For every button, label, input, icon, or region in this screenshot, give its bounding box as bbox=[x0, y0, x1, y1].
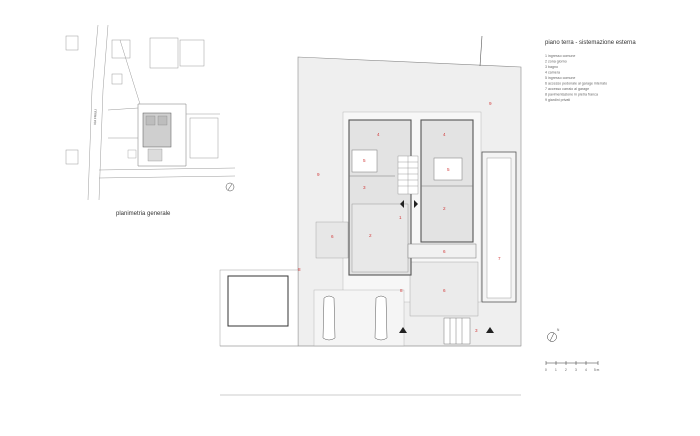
entrance-arrows-icon bbox=[400, 200, 418, 208]
site-plan bbox=[65, 24, 236, 201]
room-label: 2 bbox=[369, 233, 372, 238]
site-north-icon bbox=[225, 182, 235, 192]
scale-bar bbox=[545, 361, 599, 365]
room-label: 8 bbox=[298, 267, 301, 272]
scale-ticks: 0 1 2 3 4 5 m bbox=[545, 368, 600, 372]
legend-item: 8 pavimentazione in pietra franca bbox=[545, 93, 598, 97]
legend-item: 1 ingresso comune bbox=[545, 54, 575, 58]
street bbox=[220, 345, 521, 396]
neighbour-lot bbox=[219, 269, 299, 347]
room-label: 9 bbox=[489, 101, 492, 106]
entry-steps bbox=[443, 317, 471, 345]
left-wing bbox=[348, 119, 412, 276]
room-label: 7 bbox=[498, 256, 501, 261]
legend-item: 6 accesso pedonale al garage interrato bbox=[545, 82, 607, 86]
car-2-icon bbox=[374, 295, 388, 341]
legend-item: 7 accesso carraio al garage bbox=[545, 87, 589, 91]
room-label: 3 bbox=[475, 328, 478, 333]
room-label: 2 bbox=[443, 206, 446, 211]
legend-item: 5 ingresso comune bbox=[545, 76, 575, 80]
site-building bbox=[127, 112, 172, 162]
legend-item: 9 giardini privati bbox=[545, 98, 570, 102]
site-pole bbox=[479, 35, 483, 67]
room-labels: 4 4 5 5 3 2 2 1 6 6 9 9 8 6 7 8 3 bbox=[298, 101, 501, 333]
room-label: 6 bbox=[331, 234, 334, 239]
scale-tick: 0 bbox=[545, 368, 547, 372]
room-label: 5 bbox=[363, 158, 366, 163]
street-label: VIA FRIULI bbox=[93, 109, 98, 125]
room-label: 4 bbox=[377, 132, 380, 137]
access-triangle-icons bbox=[399, 327, 494, 333]
parking-area bbox=[313, 289, 405, 347]
scale-tick: 5 m bbox=[594, 368, 600, 372]
room-label: 4 bbox=[443, 132, 446, 137]
garden-box-left bbox=[315, 221, 349, 259]
garage-ramp bbox=[481, 151, 517, 303]
room-label: 9 bbox=[317, 172, 320, 177]
car-1-icon bbox=[322, 295, 336, 341]
legend-item: 2 zona giorno bbox=[545, 60, 567, 64]
site-plan-caption: planimetria generale bbox=[116, 211, 171, 217]
room-label: 3 bbox=[363, 185, 366, 190]
legend: 1 ingresso comune 2 zona giorno 3 bagno … bbox=[545, 54, 607, 102]
scale-tick: 2 bbox=[565, 368, 567, 372]
right-wing bbox=[420, 119, 474, 243]
room-label: 5 bbox=[447, 167, 450, 172]
scale-tick: 1 bbox=[555, 368, 557, 372]
room-label: 8 bbox=[400, 288, 403, 293]
scale-tick: 3 bbox=[575, 368, 577, 372]
room-label: 6 bbox=[443, 249, 446, 254]
room-label: 6 bbox=[443, 288, 446, 293]
room-label: 1 bbox=[399, 215, 402, 220]
north-label: N bbox=[557, 328, 560, 332]
scale-tick: 4 bbox=[585, 368, 587, 372]
paving-courtyard-8 bbox=[409, 261, 479, 317]
stair bbox=[397, 155, 419, 195]
corridor-box bbox=[407, 243, 477, 259]
plan-title: piano terra - sistemazione esterna bbox=[545, 40, 636, 46]
north-arrow-icon bbox=[547, 332, 557, 342]
legend-item: 3 bagno bbox=[545, 65, 558, 69]
legend-item: 4 camera bbox=[545, 71, 560, 75]
